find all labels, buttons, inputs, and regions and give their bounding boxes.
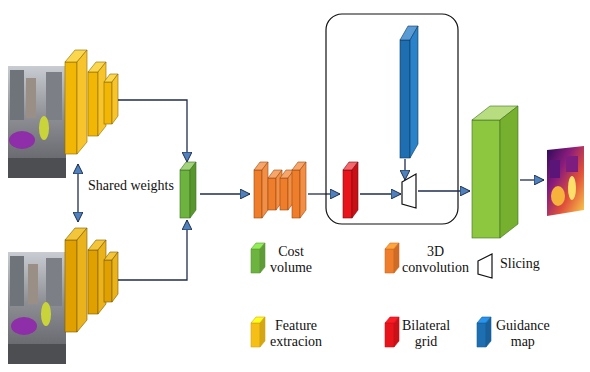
legend-swatch [384, 242, 402, 274]
slicing-symbol [476, 252, 494, 284]
legend-label: Guidance map [496, 318, 550, 350]
flow-arrow [200, 193, 250, 194]
output-block [472, 106, 518, 238]
flow-arrow [118, 100, 187, 162]
flow-arrow [308, 193, 340, 194]
legend-swatch [250, 242, 268, 274]
legend-swatch [476, 316, 494, 348]
legend-label: Feature extracion [270, 318, 322, 350]
input-image [8, 252, 66, 364]
cost-volume-block [180, 162, 196, 218]
feature-extraction-block [65, 228, 118, 332]
legend-label: 3D convolution [402, 244, 469, 276]
guidance-map-block [400, 26, 418, 158]
legend-label: Bilateral grid [402, 318, 450, 350]
flow-arrow [404, 159, 405, 180]
flow-arrow [418, 190, 470, 191]
convolution-block [254, 162, 306, 218]
flow-arrow [360, 193, 401, 194]
slicing-symbol [402, 174, 416, 208]
annotation-label: Shared weights [88, 178, 174, 194]
legend-label: Cost volume [270, 244, 312, 276]
output-image [547, 146, 584, 216]
flow-arrow [520, 179, 544, 180]
input-image [8, 66, 66, 178]
shared-weights-arrow [77, 164, 78, 222]
feature-extraction-block [65, 50, 118, 154]
bilateral-grid-block [343, 162, 358, 218]
legend-label: Slicing [500, 256, 540, 272]
module-frame [326, 14, 458, 224]
legend-swatch [250, 316, 268, 348]
flow-arrow [118, 220, 187, 280]
legend-swatch [384, 316, 402, 348]
